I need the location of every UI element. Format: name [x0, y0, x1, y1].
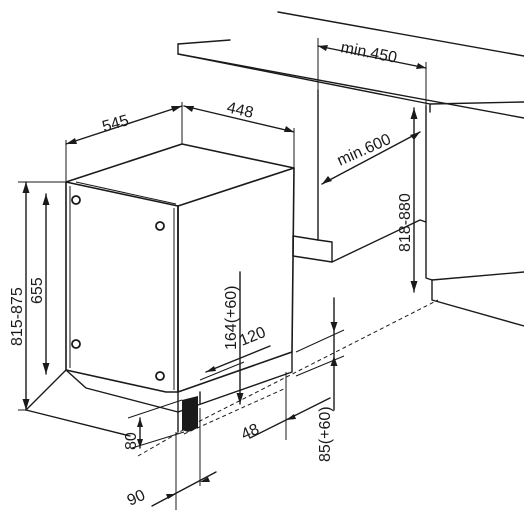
height-body-label: 655: [29, 277, 46, 304]
niche-height-label: 818-880: [397, 193, 414, 252]
countertop: [177, 11, 524, 119]
door-screws: [71, 195, 165, 381]
screw-top-left-icon: [71, 195, 81, 205]
niche-width-dim: min.450: [317, 38, 427, 106]
door-offset-label: 164(+60): [223, 286, 240, 351]
toe-kick-dim: 90: [125, 408, 217, 510]
depth-label: 545: [100, 112, 130, 136]
width-label: 448: [225, 99, 255, 122]
gap-48-dim: 48: [239, 372, 331, 444]
plinth-height-label: 80: [123, 432, 140, 450]
base-area: [25, 299, 439, 457]
screw-top-right-icon: [155, 221, 165, 231]
plinth-gap-dim: 85(+60): [295, 297, 345, 462]
niche-depth-dim: min.600: [321, 131, 421, 185]
height-range-dim: 815-875: [9, 181, 66, 411]
niche-width-label: min.450: [339, 39, 398, 67]
plinth-height-dim: 80: [123, 399, 185, 450]
screw-bottom-right-icon: [155, 371, 165, 381]
plinth-gap-label: 85(+60): [317, 406, 334, 462]
dishwasher-cabinet: [65, 143, 295, 393]
niche-height-dim: 818-880: [397, 107, 418, 293]
height-body-dim: 655: [29, 193, 50, 375]
depth-dim: 545: [65, 102, 183, 182]
plinth-block: [182, 396, 198, 432]
screw-bottom-left-icon: [71, 339, 81, 349]
toe-kick-label: 90: [125, 487, 148, 510]
gap-120-label: 120: [237, 324, 268, 350]
width-dim: 448: [183, 99, 295, 168]
height-range-label: 815-875: [9, 287, 26, 346]
gap-48-label: 48: [239, 421, 262, 444]
door-offset-dim: 164(+60): [199, 271, 245, 405]
niche-depth-label: min.600: [335, 131, 394, 170]
